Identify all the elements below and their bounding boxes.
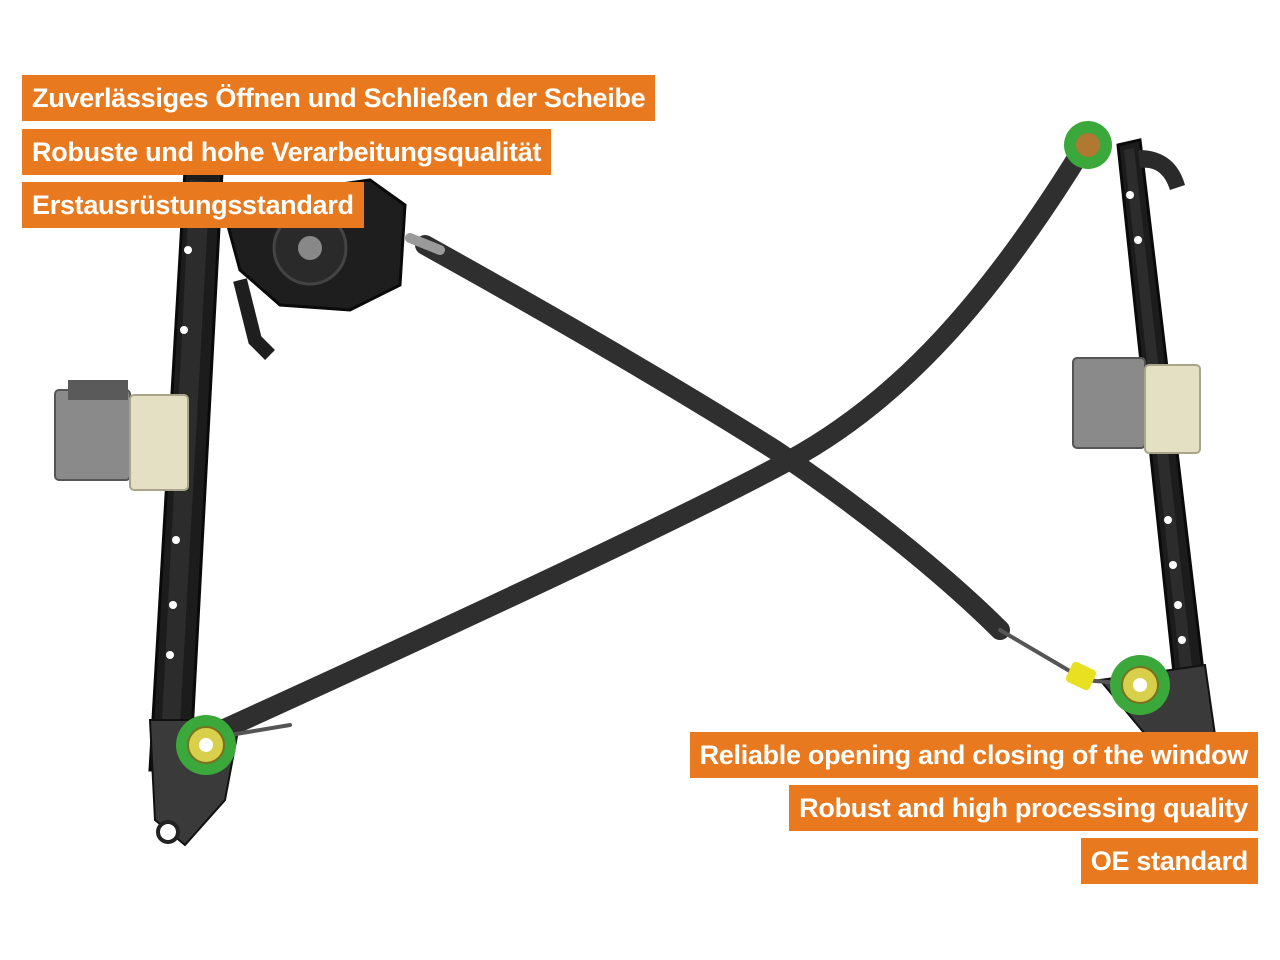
right-slider (1072, 357, 1201, 454)
feature-label-en-oe-standard: OE standard (1080, 838, 1258, 884)
cables (190, 135, 1142, 750)
left-slider (54, 380, 189, 491)
feature-label-de-oe-standard: Erstausrüstungsstandard (22, 182, 364, 228)
feature-label-en-reliability: Reliable opening and closing of the wind… (689, 732, 1258, 778)
pulleys (176, 121, 1170, 775)
feature-label-de-quality: Robuste und hohe Verarbeitungsqualität (22, 129, 552, 175)
feature-label-en-quality: Robust and high processing quality (789, 785, 1258, 831)
feature-label-de-reliability: Zuverlässiges Öffnen und Schließen der S… (22, 75, 656, 121)
